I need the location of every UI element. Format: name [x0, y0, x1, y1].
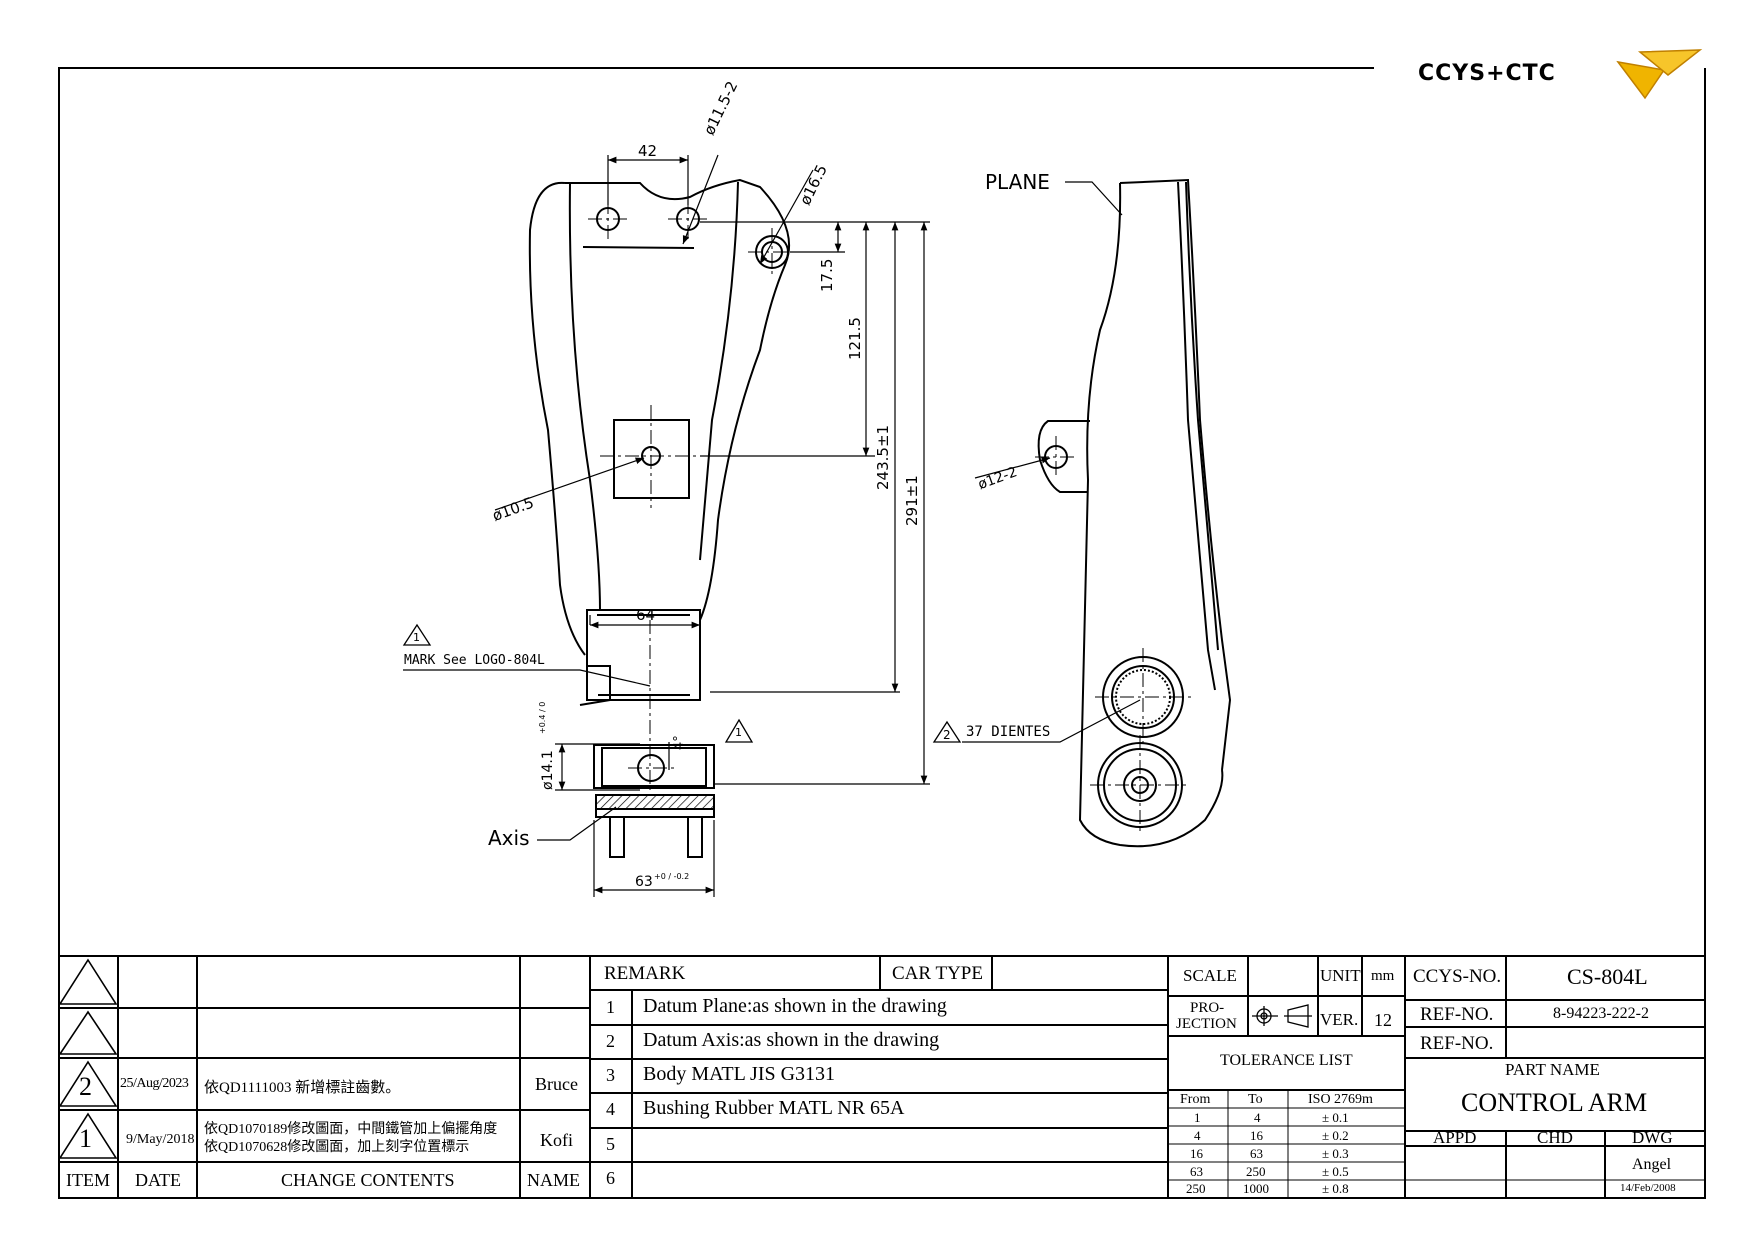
rev-item-1: 1: [79, 1124, 92, 1153]
tolerance-value-1: ± 0.1: [1322, 1110, 1349, 1125]
rev-name-2: Bruce: [535, 1074, 578, 1094]
scale-label: SCALE: [1183, 966, 1237, 985]
part-name-label: PART NAME: [1505, 1060, 1600, 1079]
title-block-grid: [59, 955, 1705, 1198]
rev-header-name: NAME: [527, 1170, 580, 1190]
tolerance-to-3: 63: [1250, 1146, 1263, 1161]
dim-dia-14-1-tolerance: +0.4 / 0: [538, 701, 547, 734]
side-view: [1037, 178, 1232, 848]
tolerance-value-2: ± 0.2: [1322, 1128, 1349, 1143]
ref-no2-label: REF-NO.: [1420, 1033, 1494, 1054]
dwg-label: DWG: [1632, 1128, 1673, 1147]
ref-no-label: REF-NO.: [1420, 1004, 1494, 1025]
rev-date-1: 9/May/2018: [126, 1132, 195, 1147]
mark-rev-number: 1: [413, 631, 420, 644]
revision-triangles: [402, 623, 962, 743]
tolerance-value-4: ± 0.5: [1322, 1164, 1349, 1179]
remark-no-5: 5: [606, 1134, 615, 1154]
dim-121-5: 121.5: [846, 317, 864, 360]
axis-label: Axis: [488, 826, 530, 850]
remark-header: REMARK: [604, 963, 686, 984]
projection-symbol-icon: [1252, 1004, 1312, 1028]
remark-text-3: Body MATL JIS G3131: [643, 1063, 836, 1085]
tolerance-value-5: ± 0.8: [1322, 1181, 1349, 1196]
tolerance-header-iso: ISO 2769m: [1308, 1092, 1373, 1107]
tolerance-to-2: 16: [1250, 1128, 1263, 1143]
remark-text-4: Bushing Rubber MATL NR 65A: [643, 1097, 905, 1119]
dientes-label: 37 DIENTES: [966, 724, 1051, 740]
dim-dia-14-1: ø14.1: [540, 750, 556, 790]
tolerance-grid: [1168, 1090, 1405, 1198]
front-centerlines: [588, 200, 796, 790]
remark-no-6: 6: [606, 1168, 615, 1188]
tolerance-from-5: 250: [1186, 1181, 1206, 1196]
dim-63-tolerance: +0 / -0.2: [654, 872, 690, 881]
dientes-rev-number: 2: [943, 728, 951, 742]
tolerance-value-3: ± 0.3: [1322, 1146, 1349, 1161]
appd-label: APPD: [1433, 1128, 1477, 1147]
dim-42: 42: [638, 142, 658, 160]
dim-291: 291±1: [903, 475, 921, 526]
rev-contents-1a: 依QD1070189修改圖面，中間鐵管加上偏擺角度: [204, 1122, 498, 1137]
ver-value: 12: [1374, 1010, 1392, 1030]
tolerance-header-to: To: [1248, 1092, 1263, 1107]
tolerance-from-2: 4: [1194, 1128, 1201, 1143]
front-view: [528, 178, 791, 858]
rev-header-item: ITEM: [66, 1170, 110, 1190]
rev-header-contents: CHANGE CONTENTS: [281, 1170, 455, 1190]
unit-label: UNIT: [1320, 966, 1361, 985]
rev-name-1: Kofi: [540, 1130, 573, 1150]
dim-4-deg: 4°: [672, 735, 687, 750]
dim-17-5: 17.5: [818, 258, 836, 292]
tolerance-to-4: 250: [1246, 1164, 1266, 1179]
ccys-no-label: CCYS-NO.: [1413, 966, 1502, 987]
tolerance-to-1: 4: [1254, 1110, 1261, 1125]
front-dimensions: [403, 154, 1141, 897]
projection-label-2: JECTION: [1176, 1016, 1237, 1032]
chd-label: CHD: [1537, 1128, 1573, 1147]
projection-label-1: PRO-: [1190, 1000, 1225, 1016]
car-type-label: CAR TYPE: [892, 963, 983, 984]
tolerance-from-1: 1: [1194, 1110, 1201, 1125]
bracket-rev-number: 1: [735, 726, 742, 739]
remark-no-1: 1: [606, 997, 615, 1017]
part-name-value: CONTROL ARM: [1461, 1088, 1648, 1117]
company-logo: CCYS+CTC: [1418, 49, 1703, 100]
dim-64: 64: [636, 606, 656, 624]
tolerance-from-4: 63: [1190, 1164, 1203, 1179]
tolerance-from-3: 16: [1190, 1146, 1203, 1161]
ver-label: VER.: [1320, 1010, 1359, 1029]
remark-text-1: Datum Plane:as shown in the drawing: [643, 995, 947, 1017]
side-centerlines: [1035, 436, 1192, 835]
unit-value: mm: [1371, 968, 1395, 984]
tolerance-title: TOLERANCE LIST: [1220, 1052, 1353, 1069]
dwg-value: Angel: [1632, 1156, 1672, 1173]
remark-no-2: 2: [606, 1031, 615, 1051]
rev-contents-2: 依QD1111003 新增標註齒數。: [204, 1080, 401, 1096]
rev-header-date: DATE: [135, 1170, 181, 1190]
ccys-no-value: CS-804L: [1567, 964, 1648, 989]
logo-mark-icon: [1616, 60, 1666, 100]
tolerance-header-from: From: [1180, 1092, 1211, 1107]
rev-contents-1b: 依QD1070628修改圖面，加上刻字位置標示: [204, 1140, 470, 1155]
sheet-border: [58, 67, 1706, 1199]
remark-no-4: 4: [606, 1099, 615, 1119]
dim-243-5: 243.5±1: [874, 424, 892, 490]
dwg-date: 14/Feb/2008: [1620, 1182, 1676, 1194]
mark-label: MARK See LOGO-804L: [404, 653, 545, 668]
remark-no-3: 3: [606, 1065, 615, 1085]
dim-63: 63: [635, 874, 653, 890]
rev-date-2: 25/Aug/2023: [120, 1076, 189, 1091]
plane-label: PLANE: [985, 170, 1050, 194]
rev-item-2: 2: [79, 1072, 92, 1101]
logo-text: CCYS+CTC: [1418, 61, 1556, 86]
revision-item-triangles: [58, 958, 118, 1159]
ref-no-value: 8-94223-222-2: [1553, 1005, 1649, 1022]
remark-text-2: Datum Axis:as shown in the drawing: [643, 1029, 940, 1051]
tolerance-to-5: 1000: [1243, 1181, 1269, 1196]
